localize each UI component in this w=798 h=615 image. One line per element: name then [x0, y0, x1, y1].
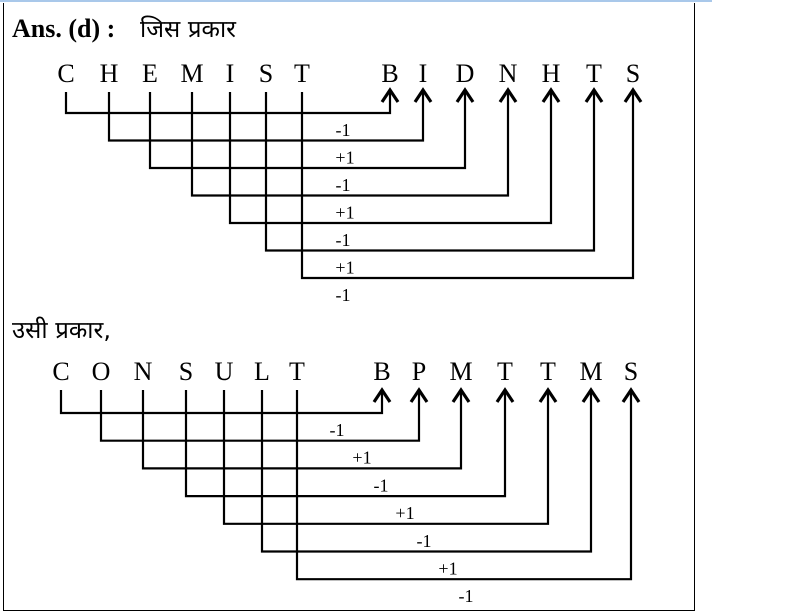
target-letter: D	[456, 59, 475, 88]
source-letter: H	[100, 59, 119, 88]
connector-line	[295, 390, 633, 581]
target-letter: H	[542, 59, 561, 88]
arrow-head-icon	[372, 387, 392, 403]
target-letter: M	[449, 357, 472, 386]
shift-label: +1	[352, 448, 371, 468]
source-letter: N	[134, 357, 153, 386]
target-letter: M	[579, 357, 602, 386]
connector-line	[148, 92, 467, 170]
section2-label: उसी प्रकार,	[12, 316, 111, 344]
target-letter: B	[381, 59, 398, 88]
arrow-head-icon	[584, 87, 604, 103]
source-letter: U	[215, 357, 234, 386]
shift-label: -1	[336, 175, 351, 195]
connector-line	[260, 390, 593, 553]
shift-label: -1	[417, 531, 432, 551]
shift-label: -1	[336, 230, 351, 250]
source-letter: T	[289, 357, 305, 386]
shift-label: +1	[335, 258, 354, 278]
arrow-head-icon	[621, 387, 641, 403]
target-letter: T	[540, 357, 556, 386]
connector-line	[190, 92, 510, 197]
connector-line	[222, 390, 550, 525]
target-letter: S	[626, 59, 640, 88]
source-letter: E	[142, 59, 158, 88]
shift-label: -1	[459, 586, 474, 606]
shift-label: +1	[335, 203, 354, 223]
arrow-head-icon	[538, 387, 558, 403]
source-letter: C	[52, 357, 69, 386]
source-letter: S	[259, 59, 273, 88]
connector-line	[59, 390, 384, 415]
target-letter: T	[586, 59, 602, 88]
connector-line	[184, 390, 507, 498]
connector-line	[64, 92, 392, 115]
source-letter: T	[294, 59, 310, 88]
answer-frame	[3, 3, 695, 611]
connector-line	[264, 92, 596, 252]
shift-label: +1	[438, 559, 457, 579]
connector-line	[141, 390, 463, 470]
target-letter: T	[497, 357, 513, 386]
source-letter: L	[254, 357, 270, 386]
connector-line	[300, 92, 635, 280]
arrow-head-icon	[380, 87, 400, 103]
arrow-head-icon	[495, 387, 515, 403]
source-letter: I	[226, 59, 235, 88]
connector-line	[228, 92, 553, 225]
connector-line	[99, 390, 421, 442]
source-letter: S	[179, 357, 193, 386]
target-letter: S	[624, 357, 638, 386]
arrow-head-icon	[623, 87, 643, 103]
source-letter: O	[92, 357, 111, 386]
shift-label: -1	[330, 420, 345, 440]
shift-label: +1	[395, 503, 414, 523]
answer-hindi-text: जिस प्रकार	[140, 15, 237, 43]
source-letter: C	[57, 59, 74, 88]
arrow-head-icon	[498, 87, 518, 103]
arrow-head-icon	[409, 387, 429, 403]
arrow-head-icon	[541, 87, 561, 103]
arrow-head-icon	[451, 387, 471, 403]
shift-label: +1	[335, 148, 354, 168]
shift-label: -1	[336, 120, 351, 140]
arrow-head-icon	[581, 387, 601, 403]
arrow-head-icon	[413, 87, 433, 103]
arrow-head-icon	[455, 87, 475, 103]
shift-label: -1	[336, 285, 351, 305]
source-letter: M	[180, 59, 203, 88]
target-letter: N	[499, 59, 518, 88]
shift-label: -1	[374, 475, 389, 495]
top-accent-line	[0, 0, 712, 2]
target-letter: B	[373, 357, 390, 386]
answer-label: Ans. (d) :	[12, 14, 115, 43]
target-letter: P	[412, 357, 426, 386]
target-letter: I	[419, 59, 428, 88]
